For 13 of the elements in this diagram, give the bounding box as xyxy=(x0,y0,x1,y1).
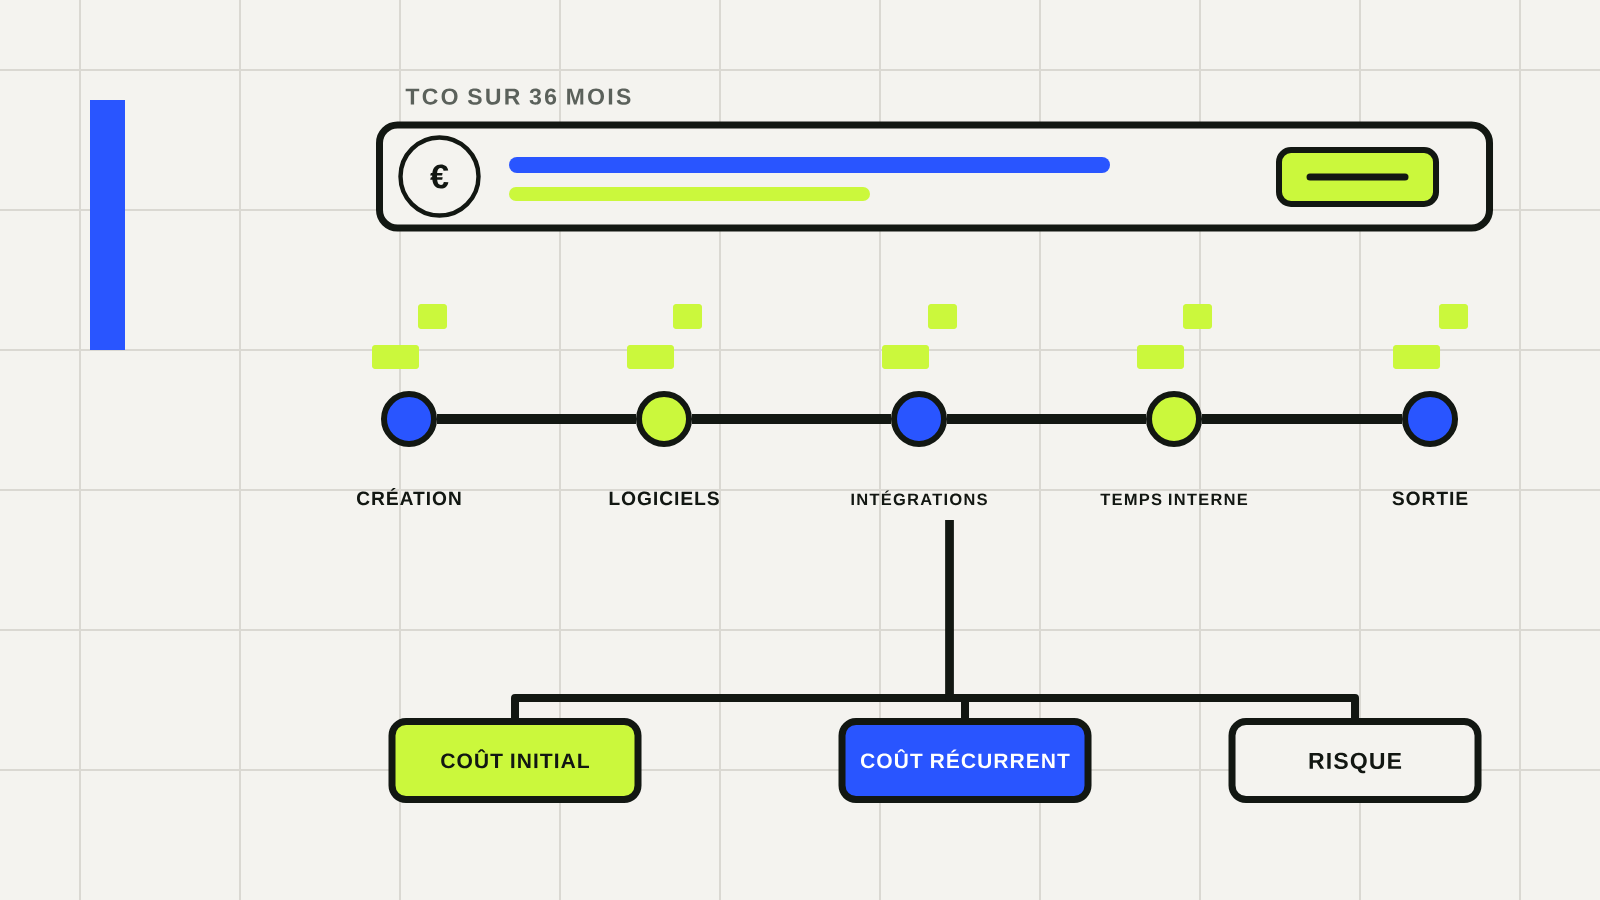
milestone-label: CRÉATION xyxy=(357,488,461,506)
timeline-line xyxy=(947,414,1146,424)
category-box: RISQUE xyxy=(1228,718,1482,803)
card-heading: TCO SUR 36 MOIS xyxy=(405,88,631,105)
timeline-line xyxy=(692,414,891,424)
timeline-line xyxy=(1202,414,1402,424)
milestone-label: INTÉGRATIONS xyxy=(851,490,987,506)
milestone-label: LOGICIELS xyxy=(609,491,719,506)
milestone-label: TEMPS INTERNE xyxy=(1100,493,1248,506)
milestone-label: SORTIE xyxy=(1392,491,1468,506)
category-box: COÛT INITIAL xyxy=(388,718,642,803)
category-box: COÛT RÉCURRENT xyxy=(838,718,1092,803)
timeline-line xyxy=(437,414,636,424)
